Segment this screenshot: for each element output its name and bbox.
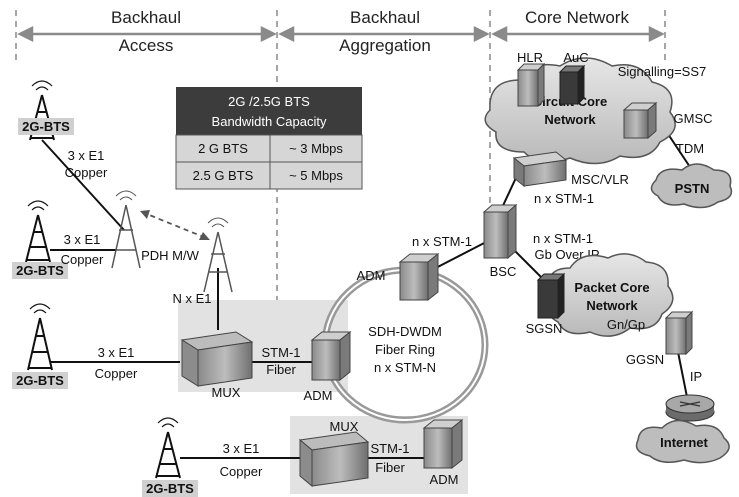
sgsn-label: SGSN [526, 321, 563, 336]
bts-tower-icon [155, 417, 181, 479]
link-label: Copper [220, 464, 263, 479]
link-label: STM-1 [371, 441, 410, 456]
link-label: 3 x E1 [223, 441, 260, 456]
adm-label: ADM [357, 268, 386, 283]
adm-icon [310, 330, 352, 382]
hlr-label: HLR [517, 50, 543, 65]
mux-icon [298, 431, 370, 488]
ne1-label: N x E1 [172, 291, 211, 306]
pdh-label: PDH M/W [141, 248, 200, 263]
adm-label: ADM [304, 388, 333, 403]
gmsc-label: GMSC [674, 111, 713, 126]
link-label: STM-1 [262, 345, 301, 360]
adm-icon [398, 252, 440, 302]
bts-label: 2G-BTS [16, 263, 64, 278]
section-arrows [17, 25, 665, 43]
pstn-label: PSTN [675, 181, 710, 196]
adm-label: ADM [430, 472, 459, 487]
cloud-label: Packet Core [574, 280, 649, 295]
section-access-line1: Backhaul [111, 8, 181, 27]
cloud-label: Network [586, 298, 638, 313]
section-core: Core Network [525, 8, 629, 27]
bsc-label: BSC [490, 264, 517, 279]
link-label: n x STM-1 [534, 191, 594, 206]
ring-label-line3: n x STM-N [374, 360, 436, 375]
router-icon [665, 394, 715, 422]
msc-label: MSC/VLR [571, 172, 629, 187]
table-header-line2: Bandwidth Capacity [212, 114, 327, 129]
bts-tower-icon [25, 200, 51, 263]
ggsn-label: GGSN [626, 352, 664, 367]
links [41, 124, 693, 459]
bandwidth-table: 2G /2.5G BTS Bandwidth Capacity 2 G BTS … [175, 87, 363, 190]
link-label: Copper [65, 165, 108, 180]
ring-label-line1: SDH-DWDM [368, 324, 442, 339]
bsc-icon [482, 203, 518, 260]
link-label: TDM [676, 141, 704, 156]
auc-icon [558, 64, 586, 106]
sgsn-icon [536, 272, 566, 320]
microwave-link [141, 211, 207, 239]
bts-label: 2G-BTS [16, 373, 64, 388]
link-label: Copper [95, 366, 138, 381]
bts-label: 2G-BTS [146, 481, 194, 496]
link-label: Copper [61, 252, 104, 267]
table-cell: ~ 3 Mbps [289, 141, 343, 156]
link-label: 3 x E1 [64, 232, 101, 247]
pstn-cloud [650, 163, 733, 209]
internet-cloud [635, 419, 730, 464]
signalling-label: Signalling=SS7 [618, 64, 707, 79]
link-label: IP [690, 369, 702, 384]
internet-label: Internet [660, 435, 708, 450]
mux-label: MUX [330, 419, 359, 434]
table-cell: 2 G BTS [198, 141, 248, 156]
section-aggregation-line1: Backhaul [350, 8, 420, 27]
packet-core-cloud [544, 253, 674, 337]
ring-label-line2: Fiber Ring [375, 342, 435, 357]
bts-label: 2G-BTS [22, 119, 70, 134]
mux-icon [180, 331, 254, 387]
section-aggregation-line2: Aggregation [339, 36, 431, 55]
packet-iface-label: Gn/Gp [607, 317, 645, 332]
msc-icon [512, 151, 568, 188]
table-cell: ~ 5 Mbps [289, 168, 343, 183]
ggsn-icon [664, 310, 694, 356]
table-cell: 2.5 G BTS [193, 168, 254, 183]
gmsc-icon [622, 101, 658, 140]
link-label: 3 x E1 [98, 345, 135, 360]
link-label: n x STM-1 [412, 234, 472, 249]
table-header-line1: 2G /2.5G BTS [228, 94, 310, 109]
auc-label: AuC [563, 50, 588, 65]
link-label: Fiber [266, 362, 296, 377]
microwave-tower-icon [111, 190, 141, 269]
hlr-icon [516, 62, 546, 108]
bts-tower-icon [27, 303, 53, 371]
mux-label: MUX [212, 385, 241, 400]
adm-icon [422, 418, 464, 470]
link-label: 3 x E1 [68, 148, 105, 163]
microwave-tower-icon [203, 217, 233, 293]
section-access-line2: Access [119, 36, 174, 55]
link-label: n x STM-1 [533, 231, 593, 246]
link-label: Fiber [375, 460, 405, 475]
cloud-label: Network [544, 112, 596, 127]
